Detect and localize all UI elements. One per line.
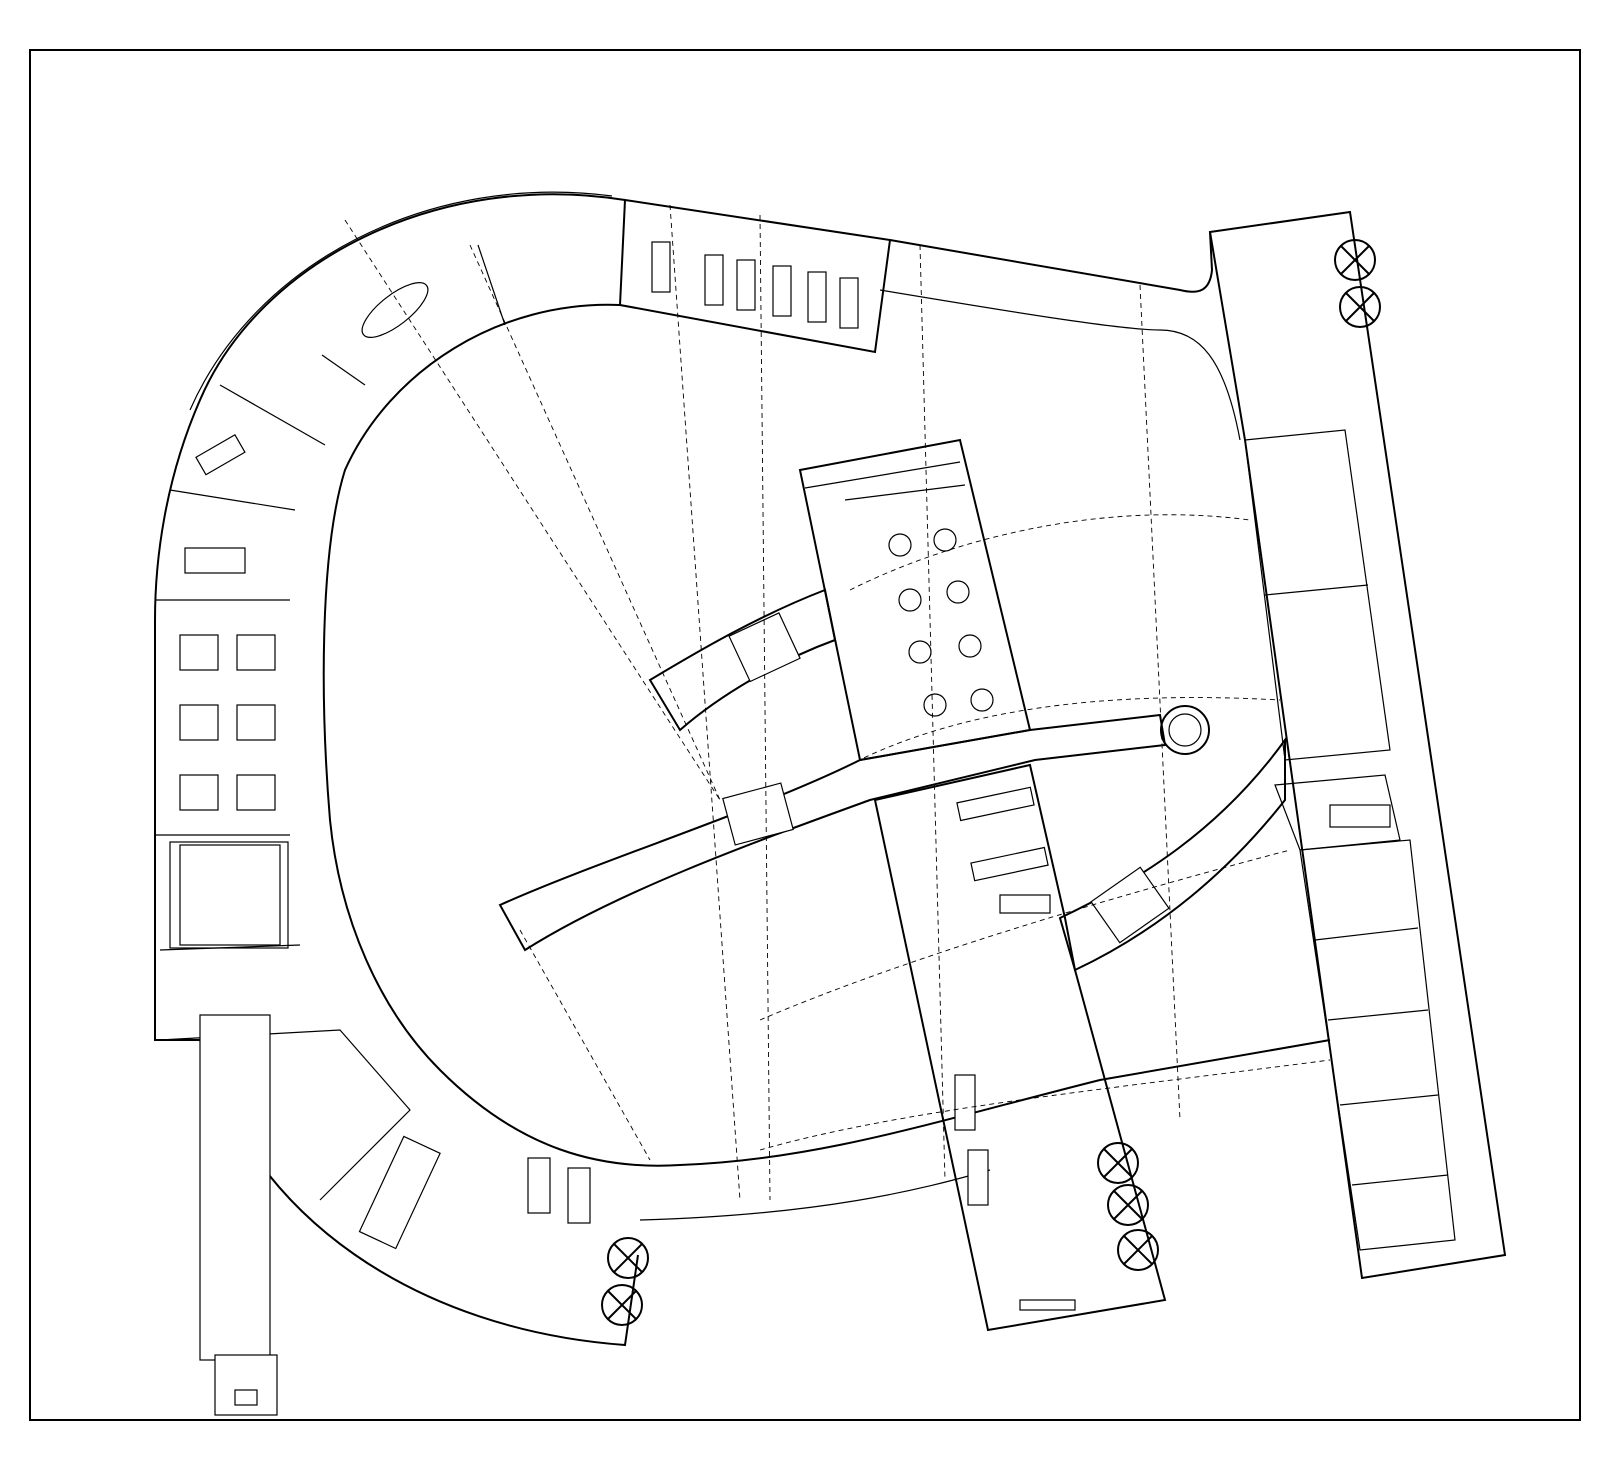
column-round xyxy=(1160,705,1210,755)
bench xyxy=(1019,1299,1076,1311)
desk xyxy=(236,634,276,671)
bench xyxy=(807,271,827,323)
round-table-icon xyxy=(888,528,994,717)
bench xyxy=(736,259,756,311)
bench xyxy=(358,1135,441,1250)
bench xyxy=(970,846,1049,882)
bench xyxy=(839,277,859,329)
bench xyxy=(772,265,792,317)
bench xyxy=(967,1149,989,1206)
bench xyxy=(999,894,1051,914)
north-strip xyxy=(618,198,1241,441)
desk xyxy=(236,704,276,741)
middle-building xyxy=(873,763,1167,1332)
bench xyxy=(956,786,1035,822)
desk xyxy=(236,774,276,811)
truck-icon xyxy=(199,1014,278,1416)
bench xyxy=(954,1074,976,1131)
structural-grid xyxy=(209,204,1331,1201)
cafe-building xyxy=(798,438,1032,762)
bench xyxy=(651,241,671,293)
desk xyxy=(179,704,219,741)
curved-west-wing xyxy=(154,191,1331,1347)
bench xyxy=(704,254,724,306)
bench xyxy=(567,1167,591,1224)
east-building xyxy=(1208,210,1507,1280)
west-wing-furniture xyxy=(179,282,591,1250)
circle-x-icon xyxy=(601,239,1381,1326)
desk xyxy=(195,434,246,476)
desk xyxy=(179,634,219,671)
meeting-table xyxy=(1329,804,1391,828)
ramps xyxy=(498,588,1286,972)
desk xyxy=(179,774,219,811)
bench xyxy=(527,1157,551,1214)
conference-table xyxy=(361,282,429,338)
drawing-frame xyxy=(29,49,1581,1421)
meeting-table xyxy=(184,547,246,574)
stairs-icon xyxy=(722,612,1170,944)
